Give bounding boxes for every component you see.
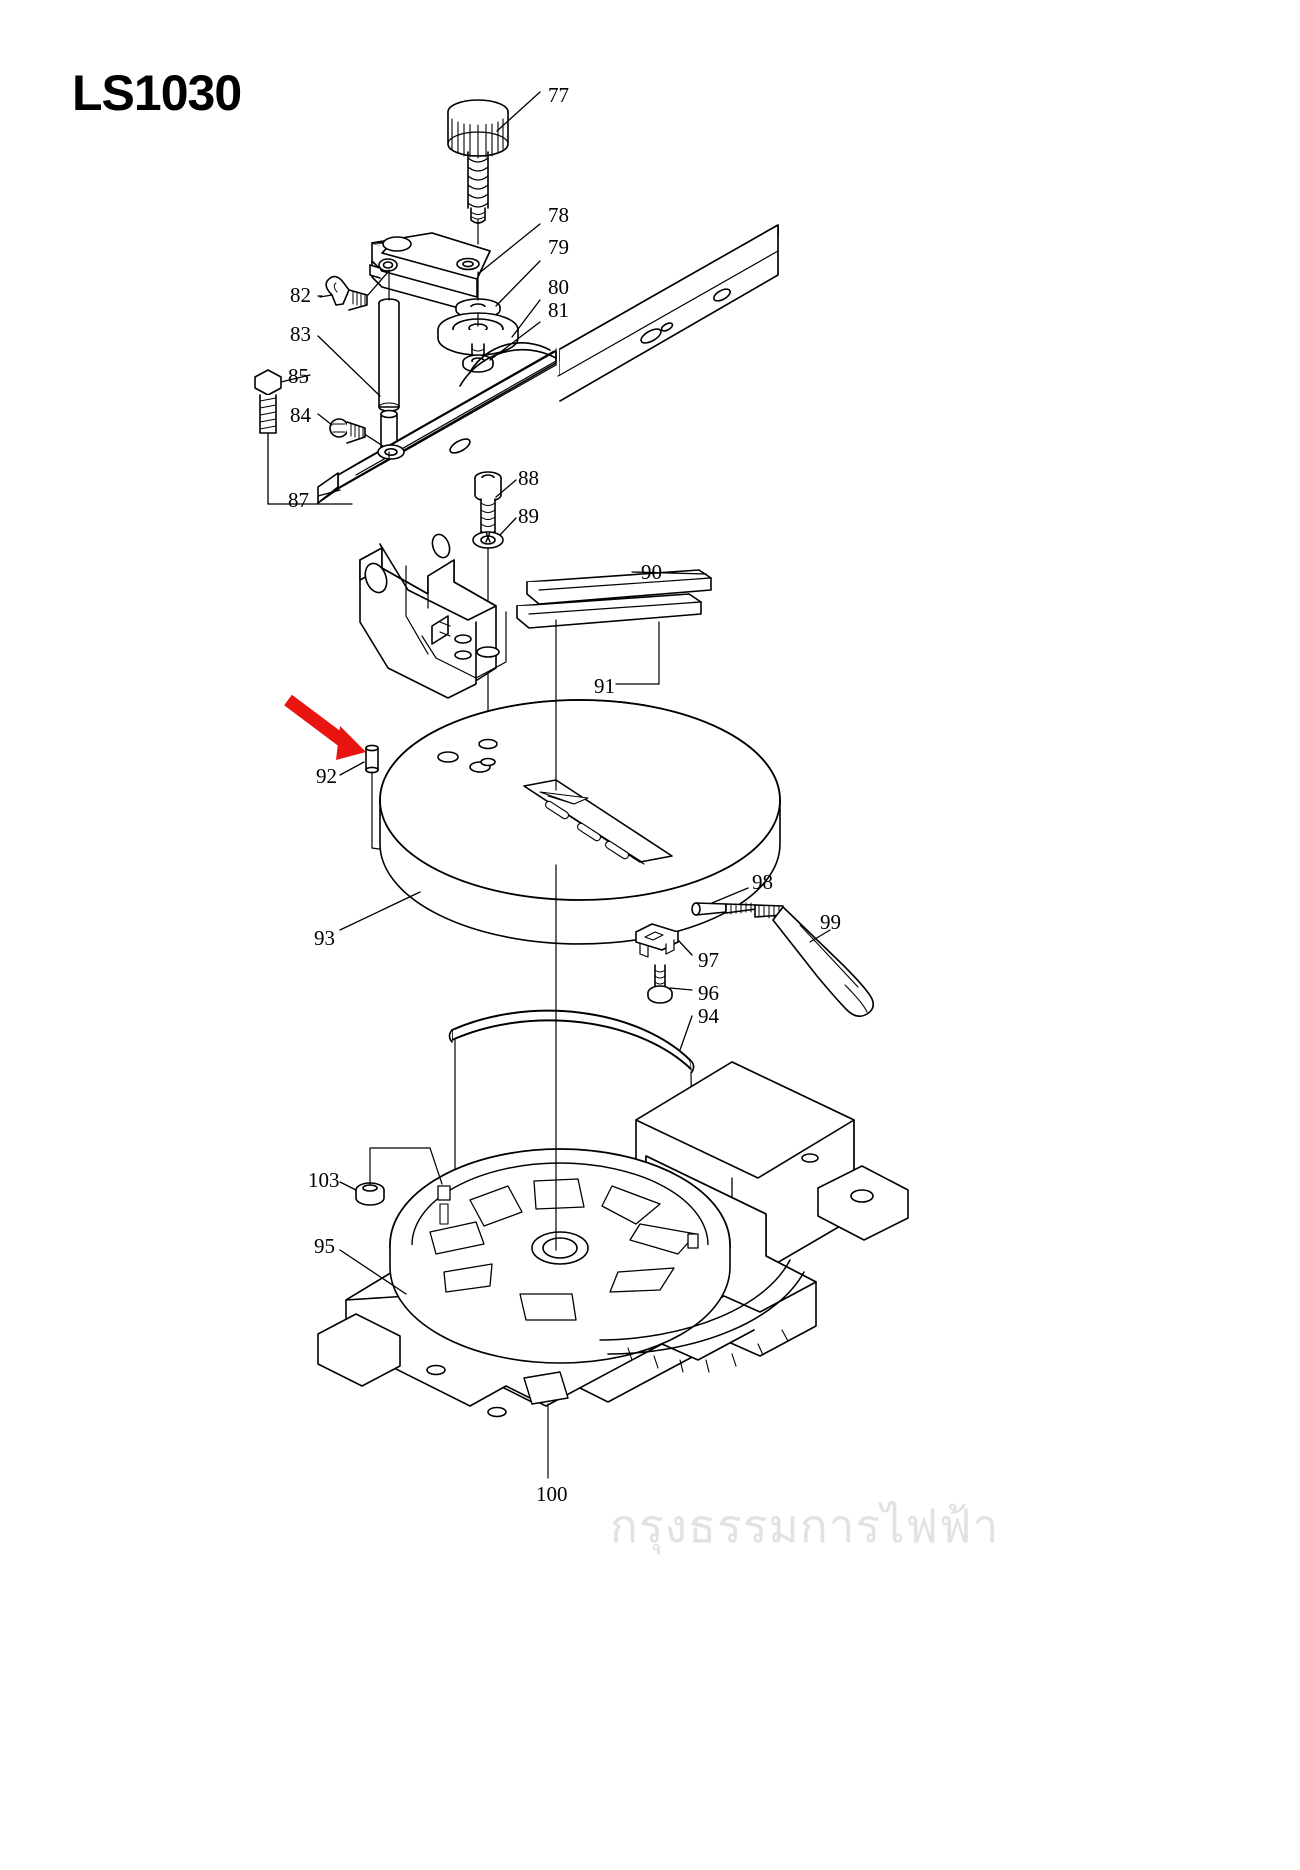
part-87-guide-fence (317, 224, 779, 504)
callout-93: 93 (314, 926, 335, 950)
callout-83: 83 (290, 322, 311, 346)
callout-91: 91 (594, 674, 615, 698)
part-99-grip-handle (754, 904, 875, 1018)
part-103-rubber-plug (355, 1182, 385, 1206)
callout-87: 87 (288, 488, 309, 512)
part-88-socket-bolt (474, 471, 502, 534)
callout-81: 81 (548, 298, 569, 322)
part-94-spring-band (448, 1009, 695, 1073)
part-91-fence-plate-lower (516, 593, 702, 629)
part-89-lock-washer (472, 531, 504, 549)
page-title: LS1030 (72, 65, 242, 121)
callout-97: 97 (698, 948, 719, 972)
watermark-text: กรุงธรรมการไฟฟ้า (610, 1499, 1000, 1553)
callout-84: 84 (290, 403, 311, 427)
part-98-lock-rod (691, 902, 757, 916)
part-97-grip-bracket (635, 923, 679, 958)
annotation-arrow (284, 694, 366, 760)
callout-79: 79 (548, 235, 569, 259)
callout-77: 77 (548, 83, 569, 107)
part-93-turn-base (379, 699, 781, 945)
part-81-bolt-washer (462, 343, 494, 373)
callout-85: 85 (288, 364, 309, 388)
callout-96: 96 (698, 981, 719, 1005)
callout-99: 99 (820, 910, 841, 934)
part-82-wing-screw (325, 275, 368, 311)
callout-78: 78 (548, 203, 569, 227)
part-84-pan-screw (329, 418, 366, 444)
callout-80: 80 (548, 275, 569, 299)
part-83-guide-pin (378, 298, 400, 451)
part-90-fence-plate-upper (526, 569, 712, 605)
callout-82: 82 (290, 283, 311, 307)
part-100-name-plate (523, 1371, 569, 1405)
callout-94: 94 (698, 1004, 719, 1028)
callout-95: 95 (314, 1234, 335, 1258)
part-92-positioning-pin (365, 744, 379, 774)
callout-98: 98 (752, 870, 773, 894)
part-77-knob (447, 99, 509, 224)
part-78-clamp-arm (369, 232, 491, 314)
part-85-hex-bolt (254, 369, 282, 434)
callout-92: 92 (316, 764, 337, 788)
callout-100: 100 (536, 1482, 568, 1506)
part-arm-bracket (359, 533, 507, 699)
part-96-pan-screw (647, 964, 673, 1004)
part-80-cone-disc (437, 312, 519, 356)
part-95-base-plate (317, 1061, 909, 1418)
callout-103: 103 (308, 1168, 340, 1192)
callout-88: 88 (518, 466, 539, 490)
callout-90: 90 (641, 560, 662, 584)
callout-89: 89 (518, 504, 539, 528)
